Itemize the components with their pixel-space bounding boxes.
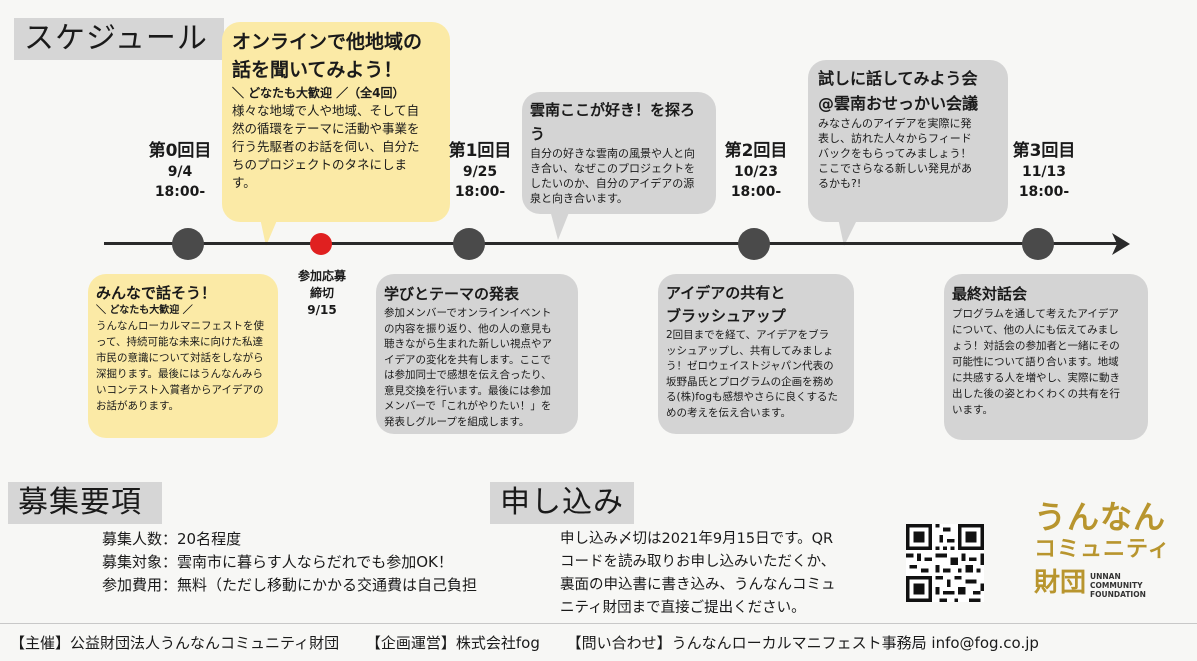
round2-node (738, 228, 770, 260)
round1-top-title: 雲南ここが好き！を探ろう (530, 101, 696, 143)
qr-code[interactable] (906, 524, 984, 602)
timeline-line (104, 242, 1118, 245)
round2-top-bubble-tail (838, 218, 858, 246)
round2-top-body: みなさんのアイデアを実際に発 表し、訪れた人々からフィード バックをもらってみま… (818, 117, 972, 190)
round1-label: 第1回目 9/25 18:00- (448, 141, 512, 200)
round0-label: 第0回目 9/4 18:00- (148, 141, 212, 200)
logo-line1: うんなん (1034, 498, 1167, 536)
round1-node (453, 228, 485, 260)
online-talk-title-1: オンラインで他地域の (232, 31, 423, 53)
logo-line2: コミュニティ (1034, 537, 1171, 562)
round2-bottom-bubble: アイデアの共有と ブラッシュアップ 2回目までを経て、アイデアをブラ ッシュアッ… (658, 274, 854, 434)
footer-divider (0, 623, 1197, 624)
round3-label: 第3回目 11/13 18:00- (1012, 141, 1076, 200)
round0-node (172, 228, 204, 260)
round3-bottom-title: 最終対話会 (952, 285, 1028, 303)
footer-contact[interactable]: 【問い合わせ】うんなんローカルマニフェスト事務局 info@fog.co.jp (566, 634, 1039, 652)
online-talk-body: 様々な地域で人や地域、そして自 然の循環をテーマに活動や事業を 行う先駆者のお話… (232, 103, 420, 190)
online-talk-bubble: オンラインで他地域の 話を聞いてみよう！ ＼ どなたも大歓迎 ／（全4回） 様々… (222, 22, 450, 222)
round1-top-bubble: 雲南ここが好き！を探ろう 自分の好きな雲南の風景や人と向 き合い、なぜこのプロジ… (522, 92, 716, 214)
round1-bottom-body: 参加メンバーでオンラインイベント の内容を振り返り、他の人の意見も 聴きながら生… (384, 307, 552, 428)
deadline-label: 参加応募 締切 9/15 (297, 269, 346, 317)
deadline-dot (310, 233, 332, 255)
logo-english: UNNAN COMMUNITY FOUNDATION (1090, 572, 1146, 599)
round2-top-title-1: 試しに話してみよう会 (818, 69, 978, 88)
apply-details: 申し込み〆切は2021年9月15日です。QR コードを読み取りお申し込みいただく… (560, 531, 836, 616)
logo-kanji: 財団 (1034, 568, 1087, 598)
foundation-logo: うんなん コミュニティ 財団 UNNAN COMMUNITY FOUNDATIO… (1032, 498, 1190, 608)
round2-top-title-2: @雲南おせっかい会議 (818, 94, 979, 113)
recruit-fee: 参加費用：無料（ただし移動にかかる交通費は自己負担 (102, 576, 478, 594)
round1-top-bubble-tail (550, 210, 570, 240)
online-talk-title-2: 話を聞いてみよう！ (232, 59, 403, 81)
online-talk-sub: ＼ どなたも大歓迎 ／（全4回） (232, 86, 405, 100)
round2-bottom-body: 2回目までを経て、アイデアをブラ ッシュアップし、共有してみましょ う！ゼロウェ… (666, 329, 838, 419)
timeline-arrowhead (1112, 233, 1130, 255)
round3-bottom-bubble: 最終対話会 プログラムを通して考えたアイデア について、他の人にも伝えてみまし … (944, 274, 1148, 440)
round2-label: 第2回目 10/23 18:00- (724, 141, 788, 200)
apply-title: 申し込み (490, 482, 634, 524)
round2-bottom-title-2: ブラッシュアップ (666, 307, 786, 325)
round3-node (1022, 228, 1054, 260)
round1-bottom-bubble: 学びとテーマの発表 参加メンバーでオンラインイベント の内容を振り返り、他の人の… (376, 274, 578, 434)
round0-bottom-body: うんなんローカルマニフェストを使 って、持続可能な未来に向けた私達 市民の意識に… (96, 320, 264, 412)
round1-bottom-title: 学びとテーマの発表 (384, 285, 520, 303)
online-talk-bubble-tail (260, 218, 278, 246)
round0-bottom-bubble: みんなで話そう！ ＼ どなたも大歓迎 ／ うんなんローカルマニフェストを使 って… (88, 274, 278, 438)
footer: 【主催】公益財団法人うんなんコミュニティ財団 【企画運営】株式会社fog 【問い… (10, 632, 1061, 653)
recruit-details: 募集人数：20名程度 募集対象：雲南市に暮らす人ならだれでも参加OK！ 参加費用… (102, 528, 477, 597)
footer-host: 【主催】公益財団法人うんなんコミュニティ財団 (10, 634, 340, 652)
recruit-title: 募集要項 (8, 482, 162, 524)
schedule-title: スケジュール (14, 18, 224, 60)
round2-top-bubble: 試しに話してみよう会 @雲南おせっかい会議 みなさんのアイデアを実際に発 表し、… (808, 60, 1008, 222)
recruit-capacity: 募集人数：20名程度 (102, 530, 242, 548)
round0-bottom-title: みんなで話そう！ (96, 284, 217, 302)
round2-bottom-title-1: アイデアの共有と (666, 284, 786, 302)
round3-bottom-body: プログラムを通して考えたアイデア について、他の人にも伝えてみまし ょう！対話会… (952, 308, 1120, 416)
round0-bottom-sub: ＼ どなたも大歓迎 ／ (96, 305, 193, 316)
footer-planning: 【企画運営】株式会社fog (365, 634, 540, 652)
recruit-target: 募集対象：雲南市に暮らす人ならだれでも参加OK！ (102, 553, 453, 571)
round1-top-body: 自分の好きな雲南の風景や人と向 き合い、なぜこのプロジェクトを したいのか、自分… (530, 147, 695, 205)
